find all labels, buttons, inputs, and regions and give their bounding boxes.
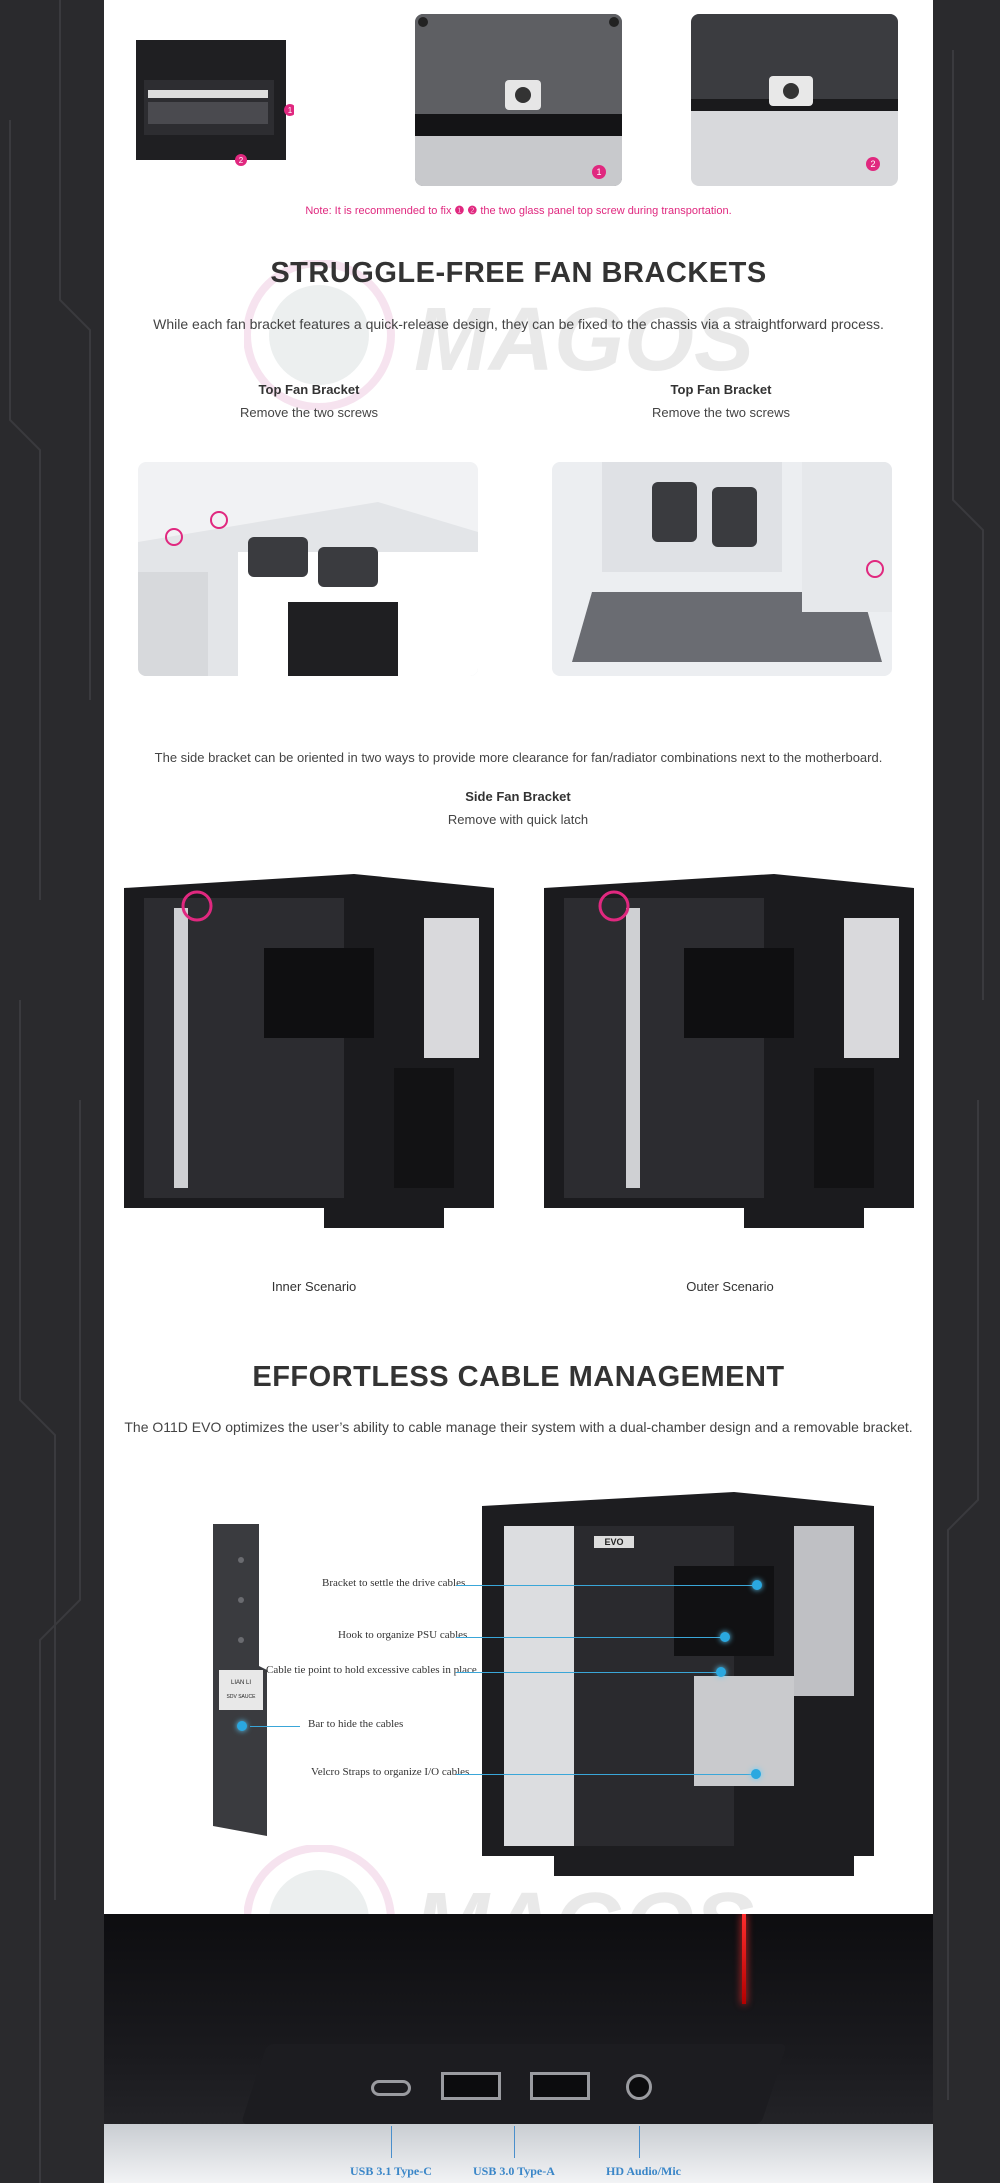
usb-c-port-icon (371, 2080, 411, 2096)
front-io-panel: USB 3.1 Type-C USB 3.0 Type-A HD Audio/M… (104, 1914, 933, 2183)
callout-dot-3 (716, 1667, 726, 1677)
glass-panel-photo-2: 1 (415, 14, 622, 186)
usb-a-port-1-icon (441, 2072, 501, 2100)
marker-two: 2 (239, 156, 244, 165)
callout-dot-1 (752, 1580, 762, 1590)
callout-psu-cables: Hook to organize PSU cables (338, 1629, 468, 1641)
callout-line-3 (456, 1672, 721, 1673)
bracket-label-2: SDV SAUCE (227, 1694, 257, 1700)
callout-line-5 (456, 1774, 756, 1775)
tick-usb-a (514, 2126, 515, 2158)
note-markers: ❶ ❷ (454, 205, 478, 217)
bar-dot (237, 1721, 247, 1731)
side-bracket-inner-photo (124, 868, 494, 1254)
marker-one: 1 (288, 106, 293, 115)
glass-panel-photo-1: 1 2 (136, 40, 294, 166)
cable-management-description: The O11D EVO optimizes the user’s abilit… (124, 1419, 913, 1435)
cable-management-title: EFFORTLESS CABLE MANAGEMENT (252, 1361, 785, 1393)
callout-dot-2 (720, 1632, 730, 1642)
side-fan-bracket-subtitle: Remove with quick latch (447, 812, 589, 827)
callout-line-2 (456, 1637, 724, 1638)
top-fan-bracket-left-subtitle: Remove the two screws (240, 405, 378, 420)
callout-drive-cables: Bracket to settle the drive cables (322, 1577, 466, 1589)
io-plate (241, 2044, 787, 2124)
callout-velcro-straps: Velcro Straps to organize I/O cables (311, 1766, 470, 1778)
evo-badge: EVO (604, 1537, 623, 1547)
tick-audio (639, 2126, 640, 2158)
removable-bracket-image: LIAN LI SDV SAUCE (199, 1520, 279, 1840)
left-background (0, 0, 104, 2183)
callout-dot-5 (751, 1769, 761, 1779)
top-fan-bracket-right-subtitle: Remove the two screws (652, 405, 790, 420)
fan-brackets-description: While each fan bracket features a quick-… (153, 316, 884, 332)
top-fan-bracket-right-title: Top Fan Bracket (670, 382, 772, 397)
side-bracket-description: The side bracket can be oriented in two … (154, 750, 883, 765)
io-base (104, 2124, 933, 2183)
svg-text:1: 1 (596, 167, 601, 177)
side-bracket-outer-photo (544, 868, 914, 1254)
fan-brackets-title: STRUGGLE-FREE FAN BRACKETS (270, 257, 767, 289)
top-fan-bracket-photo-right (552, 462, 892, 676)
transport-note: Note: It is recommended to fix ❶ ❷ the t… (305, 205, 732, 217)
glass-panel-photo-3: 2 (691, 14, 898, 186)
audio-label: HD Audio/Mic (606, 2164, 682, 2178)
bracket-label-1: LIAN LI (231, 1680, 251, 1686)
side-fan-bracket-title: Side Fan Bracket (465, 789, 571, 804)
right-background (933, 0, 1000, 2183)
tick-usb-c (391, 2126, 392, 2158)
top-fan-bracket-left-title: Top Fan Bracket (258, 382, 360, 397)
content-page: 1 2 1 2 Note: It is recommend (104, 0, 933, 2183)
red-accent-light (742, 1914, 746, 2004)
callout-line-4 (250, 1726, 300, 1727)
outer-scenario-caption: Outer Scenario (686, 1279, 774, 1294)
callout-hide-bar: Bar to hide the cables (308, 1718, 404, 1730)
top-fan-bracket-photo-left (138, 462, 478, 676)
usb-a-port-2-icon (530, 2072, 590, 2100)
cable-management-case-photo: EVO (474, 1486, 884, 1891)
usb-c-label: USB 3.1 Type-C (350, 2164, 432, 2178)
audio-jack-icon (626, 2074, 652, 2100)
inner-scenario-caption: Inner Scenario (271, 1279, 357, 1294)
callout-line-1 (456, 1585, 756, 1586)
usb-a-label: USB 3.0 Type-A (473, 2164, 555, 2178)
svg-text:2: 2 (870, 159, 875, 169)
callout-cable-tie: Cable tie point to hold excessive cables… (266, 1664, 477, 1676)
watermark-text: MAGOS (414, 290, 754, 390)
